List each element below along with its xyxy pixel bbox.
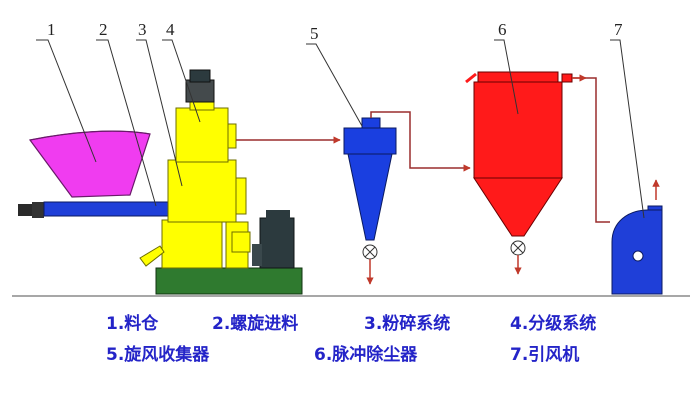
legend-item-5: 5.旋风收集器	[106, 345, 210, 365]
callout-1: 1	[47, 20, 56, 39]
callout-5: 5	[310, 24, 319, 43]
legend-item-1: 1.料仓	[106, 314, 159, 334]
machine-base	[155, 267, 303, 295]
cyclone-5	[343, 117, 397, 285]
callout-3: 3	[138, 20, 147, 39]
legend-item-4: 4.分级系统	[510, 314, 597, 334]
leader-lines	[36, 39, 645, 219]
callout-6: 6	[498, 20, 507, 39]
legend-item-3: 3.粉碎系统	[364, 314, 451, 334]
legend-item-2: 2.螺旋进料	[212, 314, 299, 334]
callout-2: 2	[99, 20, 108, 39]
pipe-cyclone-to-filter	[370, 111, 471, 172]
pulse-dust-collector-6	[465, 71, 573, 275]
mill-motor	[252, 210, 295, 269]
induced-fan-7	[611, 179, 663, 295]
hopper-1	[28, 130, 151, 198]
legend-item-7: 7.引风机	[510, 345, 580, 365]
pipe-filter-to-fan	[572, 77, 610, 223]
legend-item-6: 6.脉冲除尘器	[314, 345, 418, 365]
grinding-mill-3	[139, 159, 251, 269]
classifier-4	[175, 69, 237, 163]
screw-feeder-2	[18, 201, 169, 218]
callout-4: 4	[166, 20, 175, 39]
callout-7: 7	[614, 20, 623, 39]
